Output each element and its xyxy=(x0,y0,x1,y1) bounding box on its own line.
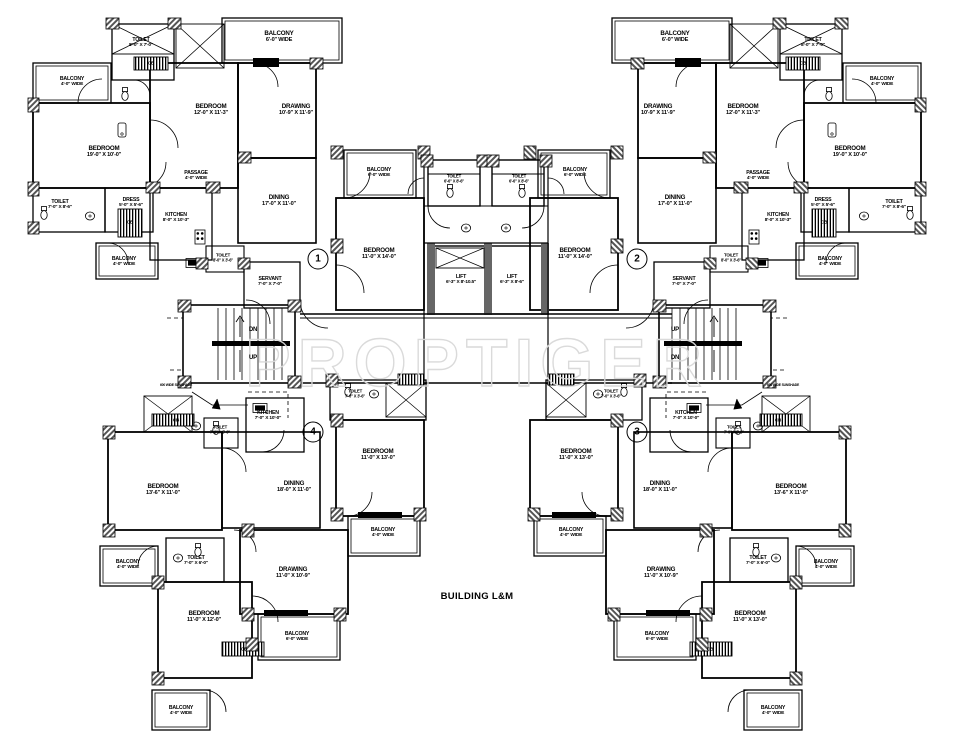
unit-number-4[interactable]: 4 xyxy=(302,421,324,443)
unit-number-2[interactable]: 2 xyxy=(626,248,648,270)
unit-number-3[interactable]: 3 xyxy=(626,421,648,443)
unit-number-1[interactable]: 1 xyxy=(307,248,329,270)
